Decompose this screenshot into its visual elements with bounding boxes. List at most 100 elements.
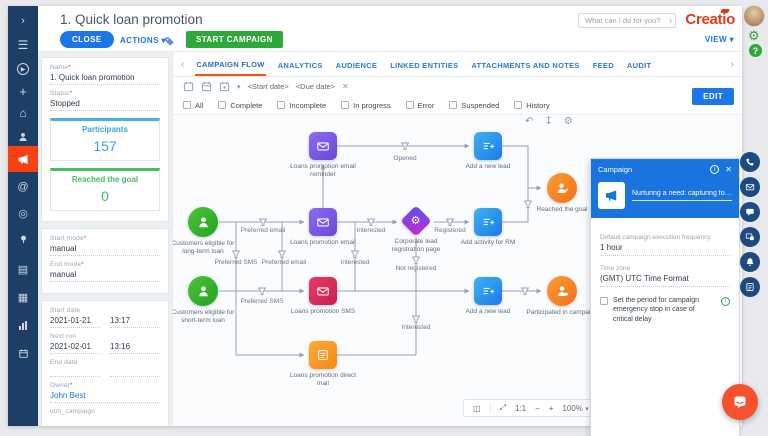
calendar-today-icon[interactable] (183, 81, 194, 92)
end-date-field[interactable]: End date (50, 359, 160, 377)
campaigns-megaphone-icon[interactable] (8, 148, 38, 170)
checkbox[interactable] (405, 101, 414, 109)
undo-icon[interactable]: ↶ (525, 116, 534, 127)
start-date-value[interactable]: 2021-01-21 (50, 314, 100, 328)
filter-incomplete[interactable]: Incomplete (277, 101, 326, 110)
filter-history[interactable]: History (514, 101, 550, 110)
collapse-chevron-icon[interactable]: › (21, 15, 25, 27)
status-field[interactable]: Status* Stopped (50, 90, 160, 111)
tab-audit[interactable]: AUDIT (626, 61, 652, 70)
home-icon[interactable]: ⌂ (19, 106, 27, 120)
email-at-icon[interactable]: @ (17, 181, 29, 193)
tag-icon[interactable] (164, 34, 175, 52)
flow-node-participated[interactable]: Participated in campaign (524, 276, 600, 317)
info-icon[interactable]: i (710, 165, 720, 174)
tab-feed[interactable]: FEED (592, 61, 614, 70)
settings-gear-icon[interactable]: ⚙ (748, 28, 760, 43)
flow-node-add-activity-rm[interactable]: Add activity for RM (450, 208, 526, 247)
status-value[interactable]: Stopped (50, 97, 160, 111)
phone-icon[interactable] (740, 152, 760, 172)
notifications-bell-icon[interactable] (740, 252, 760, 272)
start-mode-field[interactable]: Start mode* manual (50, 235, 160, 256)
devices-icon[interactable] (740, 227, 760, 247)
emergency-stop-checkbox[interactable]: Set the period for campaign emergency st… (600, 296, 730, 324)
next-run-time-value[interactable]: 13:16 (110, 340, 160, 354)
fit-to-screen-icon[interactable]: ⤢ (499, 403, 506, 412)
flow-node-direct-mail[interactable]: Loans promotion direct mail (285, 341, 361, 389)
calendar-range-icon[interactable] (219, 81, 230, 92)
cases-target-icon[interactable]: ◎ (18, 207, 28, 220)
info-icon[interactable]: i (721, 297, 730, 306)
next-run-date-value[interactable]: 2021-02-01 (50, 340, 100, 354)
actions-dropdown[interactable]: ACTIONS ▾ (120, 36, 166, 45)
calendar-caret-icon[interactable]: ▾ (237, 83, 241, 91)
filter-error[interactable]: Error (405, 101, 434, 110)
start-campaign-button[interactable]: START CAMPAIGN (186, 31, 283, 48)
search-input[interactable] (578, 13, 676, 28)
end-mode-value[interactable]: manual (50, 268, 160, 282)
flow-node-reached-the-goal[interactable]: Reached the goal (524, 173, 600, 214)
user-avatar[interactable] (743, 5, 765, 27)
flow-node-registration-page[interactable]: ⚙ Corporate lead registration page (378, 205, 454, 255)
flow-node-add-new-lead-2[interactable]: Add a new lead (450, 277, 526, 316)
end-time-value[interactable] (110, 366, 160, 377)
filter-all[interactable]: All (183, 101, 203, 110)
next-run-field[interactable]: Next run 2021-02-01 13:16 (50, 333, 160, 354)
chat-icon[interactable] (740, 202, 760, 222)
dashboards-chart-icon[interactable] (8, 314, 38, 336)
close-panel-icon[interactable]: ✕ (725, 165, 732, 174)
frequency-value[interactable]: 1 hour (600, 241, 730, 256)
name-field[interactable]: Name* 1. Quick loan promotion (50, 64, 160, 85)
filter-in-progress[interactable]: In progress (341, 101, 391, 110)
actual-size-button[interactable]: 1:1 (514, 403, 527, 413)
export-icon[interactable]: ↧ (544, 116, 553, 127)
checkbox[interactable] (218, 101, 227, 109)
flow-node-shortterm-audience[interactable]: Customers eligible for short-term loan (173, 276, 241, 326)
tabs-scroll-right-icon[interactable]: › (730, 58, 734, 70)
owner-field[interactable]: Owner* John Best (50, 382, 160, 403)
checkbox[interactable] (514, 101, 523, 109)
start-date-field[interactable]: Start date 2021-01-21 13:17 (50, 307, 160, 328)
timezone-value[interactable]: (GMT) UTC Time Format (600, 272, 730, 287)
end-mode-field[interactable]: End mode* manual (50, 261, 160, 282)
zoom-out-icon[interactable]: − (535, 403, 540, 413)
tab-attachments-and-notes[interactable]: ATTACHMENTS AND NOTES (471, 61, 580, 70)
edit-button[interactable]: EDIT (692, 88, 734, 105)
start-time-value[interactable]: 13:17 (110, 314, 160, 328)
intercom-chat-button[interactable] (722, 384, 758, 420)
process-play-icon[interactable]: ▶ (8, 58, 38, 80)
flow-node-longterm-audience[interactable]: Customers eligible for long-term loan (173, 207, 241, 257)
news-icon[interactable]: ▦ (17, 291, 29, 304)
clear-date-filter-icon[interactable]: ✕ (342, 82, 349, 91)
checkbox[interactable] (183, 101, 191, 109)
checkbox[interactable] (600, 297, 608, 305)
due-date-filter[interactable]: <Due date> (295, 82, 335, 91)
email-rail-icon[interactable] (740, 177, 760, 197)
end-date-value[interactable] (50, 366, 100, 377)
flow-node-loans-promotion-sms[interactable]: Loans promotion SMS (285, 277, 361, 316)
checkbox[interactable] (277, 101, 286, 109)
name-value[interactable]: 1. Quick loan promotion (50, 71, 160, 85)
tasks-icon[interactable] (740, 277, 760, 297)
flow-node-email-reminder[interactable]: Loans promotion email reminder (285, 132, 361, 180)
filter-suspended[interactable]: Suspended (449, 101, 499, 110)
knowledge-icon[interactable]: ▤ (17, 263, 29, 276)
calendar-nav-icon[interactable] (8, 342, 38, 364)
zoom-level-dropdown[interactable]: 100% ▾ (562, 404, 588, 413)
zoom-in-icon[interactable]: + (548, 403, 554, 413)
add-plus-icon[interactable]: + (19, 83, 27, 99)
start-date-filter[interactable]: <Start date> (247, 82, 289, 91)
flow-node-add-new-lead-1[interactable]: Add a new lead (450, 132, 526, 171)
canvas-settings-gear-icon[interactable]: ⚙ (563, 116, 573, 127)
tab-analytics[interactable]: ANALYTICS (277, 61, 323, 70)
view-dropdown[interactable]: VIEW ▾ (705, 35, 734, 44)
filter-complete[interactable]: Complete (218, 101, 262, 110)
checkbox[interactable] (341, 101, 350, 109)
tabs-scroll-left-icon[interactable]: ‹ (181, 58, 185, 70)
tab-audience[interactable]: AUDIENCE (335, 61, 378, 70)
start-mode-value[interactable]: manual (50, 242, 160, 256)
calendar-week-icon[interactable] (201, 81, 212, 92)
tab-campaign-flow[interactable]: CAMPAIGN FLOW (195, 52, 266, 76)
tab-linked-entities[interactable]: LINKED ENTITIES (390, 61, 459, 70)
utm-campaign-field[interactable]: utm_campaign (50, 408, 160, 415)
